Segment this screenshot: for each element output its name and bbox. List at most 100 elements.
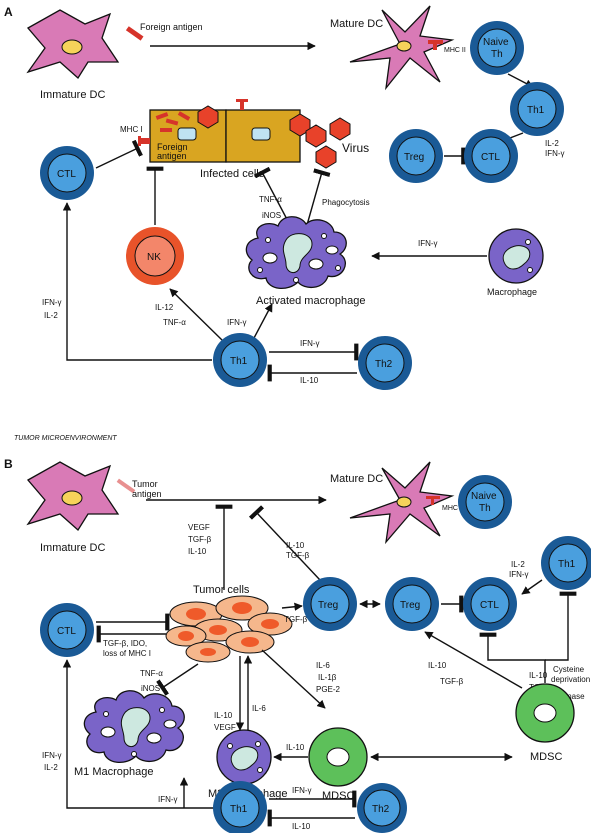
il10-m2-label: IL-10: [286, 743, 305, 752]
naive-label-2: Th: [491, 49, 503, 60]
arrow-th1-ctl-b: [521, 579, 543, 595]
ctl-right-a: [464, 129, 518, 183]
mature-dc-b: [349, 461, 455, 545]
ctl-right-b-label: CTL: [480, 600, 499, 611]
il2-ctl-b: IL-2: [44, 763, 58, 772]
th1-right-b: [541, 536, 591, 590]
il2-label: IL-2: [545, 139, 559, 148]
mdsc2: [515, 683, 575, 743]
m1-label: M1 Macrophage: [74, 766, 154, 778]
arrow-th1-macrophage: [253, 303, 273, 339]
ifng-mac-label: IFN-γ: [418, 239, 438, 248]
pge2-label: PGE-2: [316, 685, 341, 694]
tumor-cells-label: Tumor cells: [193, 584, 250, 596]
tnf-nk-label: TNF-α: [163, 318, 186, 327]
inhibit-treg-dc: [248, 505, 321, 581]
tgfb-mdsc-treg: TGF-β: [440, 677, 464, 686]
tgfb-label: TGF-β: [188, 535, 212, 544]
tgfb-ido-2: loss of MHC I: [103, 649, 151, 658]
naive-th-b: [458, 475, 512, 529]
th1-bottom-label: Th1: [230, 356, 248, 367]
mature-dc-a: [349, 5, 455, 91]
mhc2-b-label: MHC II: [442, 505, 464, 512]
il10-th2-b: IL-10: [292, 822, 311, 831]
ifng-ctl-b: IFN-γ: [42, 751, 62, 760]
naive-b-label-1: Naive: [471, 491, 497, 502]
treg-label: Treg: [404, 152, 424, 163]
treg-a: [389, 129, 443, 183]
il10-treg-label: IL-10: [286, 541, 305, 550]
tumor-antigen-2: antigen: [132, 489, 162, 499]
tnf-label: TNF-α: [259, 195, 282, 204]
tgfb-treg-label: TGF-β: [286, 551, 310, 560]
naive-label-1: Naive: [483, 37, 509, 48]
arrow-tumor-treg: [281, 602, 303, 611]
arrow-mdsc-treg: [424, 631, 523, 689]
th1-bottom-b: [213, 781, 267, 833]
inhibit-m1-tumor: [156, 663, 199, 696]
mature-dc-label: Mature DC: [330, 18, 383, 30]
tnf-b-label: TNF-α: [140, 669, 163, 678]
th1-top-a: [510, 82, 564, 136]
th2-b-label: Th2: [372, 804, 390, 815]
virus-particles: [305, 117, 351, 169]
il10-vegf-1: IL-10: [214, 711, 233, 720]
ctl-left-b: [40, 603, 94, 657]
il6-label: IL-6: [252, 704, 266, 713]
vegf-label: VEGF: [188, 523, 210, 532]
inhibit-mac-infected-2: [306, 168, 331, 226]
panel-b-letter: B: [4, 457, 13, 471]
il6-mdsc-label: IL-6: [316, 661, 330, 670]
foreign-label-1: Foreign: [157, 142, 188, 152]
il10-mdsc-treg: IL-10: [428, 661, 447, 670]
mdsc1-label: MDSC: [322, 790, 354, 802]
inos-label: iNOS: [262, 211, 281, 220]
virus-label: Virus: [342, 141, 369, 155]
treg2-b: [385, 577, 439, 631]
foreign-label-2: antigen: [157, 151, 187, 161]
macrophage-label: Macrophage: [487, 287, 537, 297]
infected-cells: [138, 99, 311, 163]
infected-cells-label: Infected cells: [200, 168, 265, 180]
il1b-label: IL-1β: [318, 673, 337, 682]
arrow-th1-ctl-left: [62, 202, 212, 361]
naive-th-a: [470, 21, 524, 75]
il10-th2-label: IL-10: [300, 376, 319, 385]
m1-macrophage: [83, 690, 185, 763]
tme-label: TUMOR MICROENVIRONMENT: [14, 435, 117, 442]
foreign-antigen-label: Foreign antigen: [140, 22, 203, 32]
mhc1-label: MHC I: [120, 125, 143, 134]
naive-b-label-2: Th: [479, 503, 491, 514]
ctl-right-b: [463, 577, 517, 631]
ifng-m1-label: IFN-γ: [158, 795, 178, 804]
tumor-cells: [165, 595, 293, 663]
th2-b: [357, 783, 407, 833]
inhibit-ctl-infected: [95, 139, 143, 169]
ctl-left-label: CTL: [57, 169, 76, 180]
macrophage-a: [488, 228, 544, 284]
th1-right-label: Th1: [558, 559, 576, 570]
mdsc2-label: MDSC: [530, 751, 562, 763]
ifng-act-label: IFN-γ: [227, 318, 247, 327]
ifng-b-label: IFN-γ: [509, 570, 529, 579]
cysteine-2: deprivation: [551, 675, 590, 684]
il10-vegf-2: VEGF: [214, 723, 236, 732]
mhc2-label: MHC II: [444, 47, 466, 54]
il12-label: IL-12: [155, 303, 174, 312]
tumor-antigen-1: Tumor: [132, 479, 158, 489]
mdsc1: [308, 727, 368, 787]
inhibit-mac-infected-1: [253, 166, 291, 226]
arrow-tumor-mdsc: [261, 649, 326, 709]
immature-dc-b: [26, 461, 136, 531]
il10-label: IL-10: [188, 547, 207, 556]
th2-label: Th2: [375, 359, 393, 370]
tgfb-arrow-label: TGF-β: [284, 615, 308, 624]
treg1-b: [303, 577, 357, 631]
ctl-right-label: CTL: [481, 152, 500, 163]
m2-macrophage: [216, 729, 272, 785]
nk-label: NK: [147, 252, 161, 263]
panel-a-letter: A: [4, 5, 13, 19]
ifng-label: IFN-γ: [545, 149, 565, 158]
mature-dc-b-label: Mature DC: [330, 473, 383, 485]
